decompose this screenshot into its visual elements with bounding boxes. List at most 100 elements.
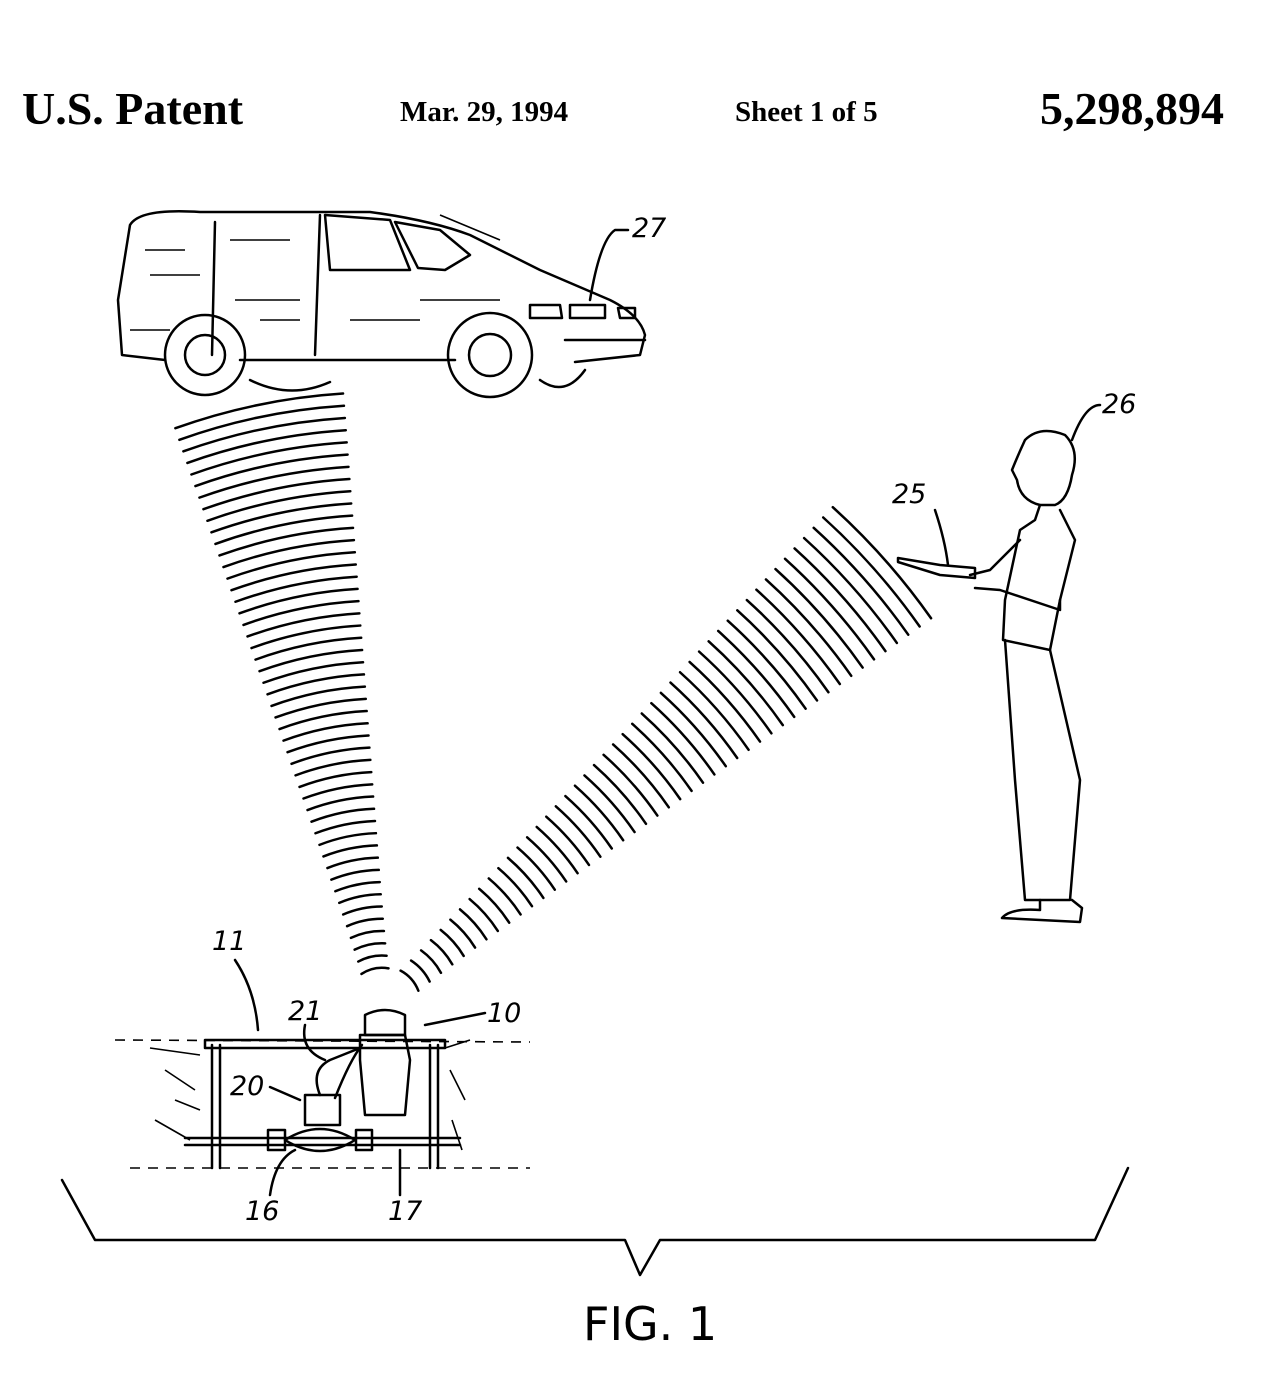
wave-arc-to-reader <box>564 794 614 850</box>
vehicle-drawing <box>116 210 647 399</box>
wave-arc-to-reader <box>716 629 796 719</box>
wave-arc-to-vehicle <box>222 538 356 569</box>
wave-arc-to-reader <box>544 815 591 867</box>
label-meter: 16 <box>245 1196 279 1227</box>
label-person: 26 <box>1102 389 1136 420</box>
wave-arc-to-reader <box>487 877 522 916</box>
wave-arc-to-vehicle <box>341 905 384 916</box>
wave-arc-to-vehicle <box>286 734 370 754</box>
wave-arc-to-vehicle <box>230 563 358 592</box>
wave-arc-to-vehicle <box>298 770 373 789</box>
wave-arc-to-vehicle <box>206 489 352 523</box>
wave-arc-to-vehicle <box>174 392 345 430</box>
wave-arc-to-vehicle <box>294 758 372 777</box>
label-pipe: 17 <box>388 1196 422 1227</box>
wave-arc-to-reader <box>659 691 728 768</box>
wave-arc-to-vehicle <box>338 893 382 905</box>
wave-arc-to-reader <box>688 660 762 743</box>
wave-arc-to-vehicle <box>349 929 386 940</box>
wave-arc-to-vehicle <box>214 514 354 546</box>
wave-arc-to-reader <box>755 588 842 686</box>
meter-pit-drawing <box>114 1008 531 1170</box>
patent-date: Mar. 29, 1994 <box>400 96 569 128</box>
wave-arc-to-reader <box>821 516 921 628</box>
wave-arc-to-vehicle <box>345 917 385 928</box>
label-vehicle: 27 <box>632 213 666 244</box>
wave-arc-to-vehicle <box>178 404 346 442</box>
wave-arc-to-reader <box>812 526 910 636</box>
wave-arc-to-reader <box>736 609 819 702</box>
figure-caption: FIG. 1 <box>583 1297 717 1351</box>
wave-arc-to-vehicle <box>218 526 355 557</box>
wave-arc-to-reader <box>774 567 864 669</box>
wave-arc-to-reader <box>621 732 682 801</box>
wave-arc-to-vehicle <box>246 612 361 638</box>
wave-arc-to-reader <box>429 938 454 966</box>
wave-arc-to-reader <box>726 619 807 710</box>
label-register: 20 <box>230 1071 264 1102</box>
wave-arc-to-vehicle <box>226 551 357 580</box>
wave-arc-to-reader <box>678 671 750 752</box>
wave-arc-to-vehicle <box>330 868 381 881</box>
wave-arc-to-vehicle <box>258 648 364 673</box>
person-drawing <box>896 429 1084 924</box>
label-transmitter: 10 <box>487 998 521 1029</box>
wave-arc-to-reader <box>697 650 773 735</box>
wave-arc-to-vehicle <box>270 685 367 708</box>
wave-arc-to-reader <box>669 681 739 760</box>
wave-arc-to-reader <box>640 712 705 784</box>
wave-arc-to-vehicle <box>274 697 368 719</box>
wave-arc-to-vehicle <box>322 844 379 858</box>
wave-arc-to-vehicle <box>250 624 362 650</box>
wave-arc-to-vehicle <box>182 416 347 453</box>
wave-arc-to-vehicle <box>242 599 360 627</box>
wave-arc-to-vehicle <box>314 819 377 835</box>
wave-arc-to-reader <box>764 578 853 678</box>
wave-arc-to-reader <box>449 918 477 949</box>
label-handheld-reader: 25 <box>892 479 926 510</box>
wave-arc-to-vehicle <box>234 575 358 604</box>
wave-arc-to-reader <box>611 743 671 809</box>
wave-arc-to-reader <box>783 557 876 661</box>
wave-arc-to-reader <box>831 505 933 620</box>
wave-arc-to-reader <box>399 969 420 992</box>
wave-arc-to-reader <box>793 547 887 653</box>
wave-arc-to-reader <box>477 887 511 924</box>
patent-title: U.S. Patent <box>22 83 244 134</box>
wave-arc-to-vehicle <box>318 831 378 847</box>
wave-arc-to-reader <box>439 928 465 958</box>
wave-arc-to-reader <box>468 897 500 933</box>
wave-arc-to-reader <box>707 640 785 727</box>
wave-arc-to-vehicle <box>290 746 371 766</box>
wave-arc-to-reader <box>650 701 716 776</box>
wave-arc-to-vehicle <box>302 783 374 800</box>
wave-arc-to-vehicle <box>198 465 350 499</box>
wave-arc-to-vehicle <box>202 477 351 511</box>
wave-arc-to-vehicle <box>306 795 375 812</box>
wave-arc-to-vehicle <box>326 856 380 870</box>
wave-arc-to-reader <box>458 908 488 941</box>
wave-arc-to-reader <box>554 805 602 858</box>
wave-arc-to-vehicle <box>194 453 349 488</box>
patent-number: 5,298,894 <box>1040 83 1224 134</box>
wave-arc-to-reader <box>802 536 899 645</box>
wave-arc-to-vehicle <box>357 954 388 963</box>
wave-arc-to-vehicle <box>310 807 376 823</box>
figure-bracket <box>60 1166 1130 1277</box>
wave-arc-to-reader <box>497 866 534 908</box>
wave-arc-to-vehicle <box>360 966 390 976</box>
wave-arc-to-reader <box>535 825 579 875</box>
wave-arc-to-vehicle <box>353 942 387 951</box>
wave-arc-to-reader <box>583 774 636 834</box>
wave-arc-to-reader <box>592 763 648 826</box>
wave-arc-to-vehicle <box>190 441 348 476</box>
wave-arc-to-vehicle <box>254 636 363 661</box>
wave-arc-to-vehicle <box>262 660 365 685</box>
wave-arc-to-reader <box>602 753 659 817</box>
wave-arc-to-reader <box>506 856 545 900</box>
wave-arc-to-vehicle <box>278 709 368 731</box>
wave-arc-to-vehicle <box>266 673 366 696</box>
wave-arc-to-vehicle <box>186 428 348 465</box>
wave-arc-to-reader <box>573 784 625 842</box>
